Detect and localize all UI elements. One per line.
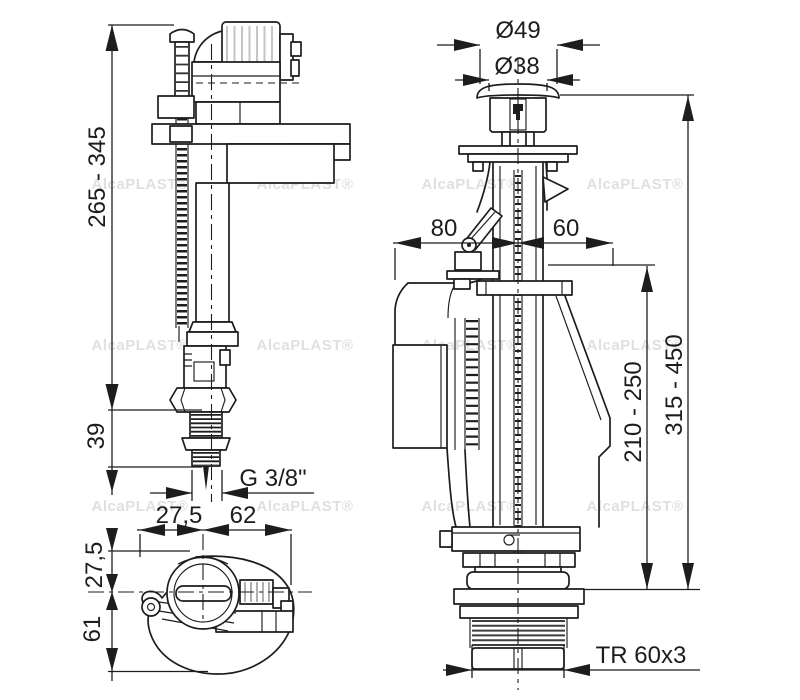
- dim-topview-left-label: 27,5: [156, 502, 203, 529]
- watermark-text: AlcaPLAST®: [422, 498, 519, 515]
- dim-topview-back-label: 61: [79, 616, 106, 643]
- watermark-text: AlcaPLAST®: [587, 498, 684, 515]
- watermark-text: AlcaPLAST®: [587, 176, 684, 193]
- flush-valve-side-view: [392, 58, 611, 690]
- watermark-text: AlcaPLAST®: [92, 337, 189, 354]
- dim-flush-outlet-thread-label: TR 60x3: [596, 642, 687, 669]
- watermark-text: AlcaPLAST®: [422, 176, 519, 193]
- dim-flush-depth-range-label: 210 - 250: [620, 361, 647, 462]
- dim-flush-offset-left-label: 80: [431, 215, 458, 242]
- dim-flush-offset-right-label: 60: [553, 215, 580, 242]
- dim-flush-cap-diameter-label: Ø49: [495, 17, 540, 44]
- fill-valve-top-view-dimensions: 27,5 62 27,5 61: [79, 502, 292, 681]
- dim-fill-shank-label: 39: [83, 423, 110, 450]
- fill-valve-top-view: [88, 534, 312, 675]
- dim-fill-height-range-label: 265 - 345: [84, 126, 111, 227]
- dim-topview-right-label: 62: [230, 502, 257, 529]
- watermark-text: AlcaPLAST®: [587, 337, 684, 354]
- dim-fill-thread-label: G 3/8": [239, 465, 306, 492]
- dim-flush-button-diameter-label: Ø38: [494, 53, 539, 80]
- watermark-text: AlcaPLAST®: [257, 337, 354, 354]
- dim-topview-front-label: 27,5: [81, 542, 108, 589]
- dim-flush-height-range-label: 315 - 450: [661, 334, 688, 435]
- flush-valve-dimensions: Ø49 Ø38 80 60 210 - 250 315 - 450 TR: [393, 17, 700, 678]
- watermark-text: AlcaPLAST®: [92, 176, 189, 193]
- watermark-text: AlcaPLAST®: [257, 498, 354, 515]
- fill-valve-side-view: [151, 21, 351, 502]
- fill-valve-dimensions: 265 - 345 39 G 3/8": [83, 24, 314, 501]
- watermark-text: AlcaPLAST®: [92, 498, 189, 515]
